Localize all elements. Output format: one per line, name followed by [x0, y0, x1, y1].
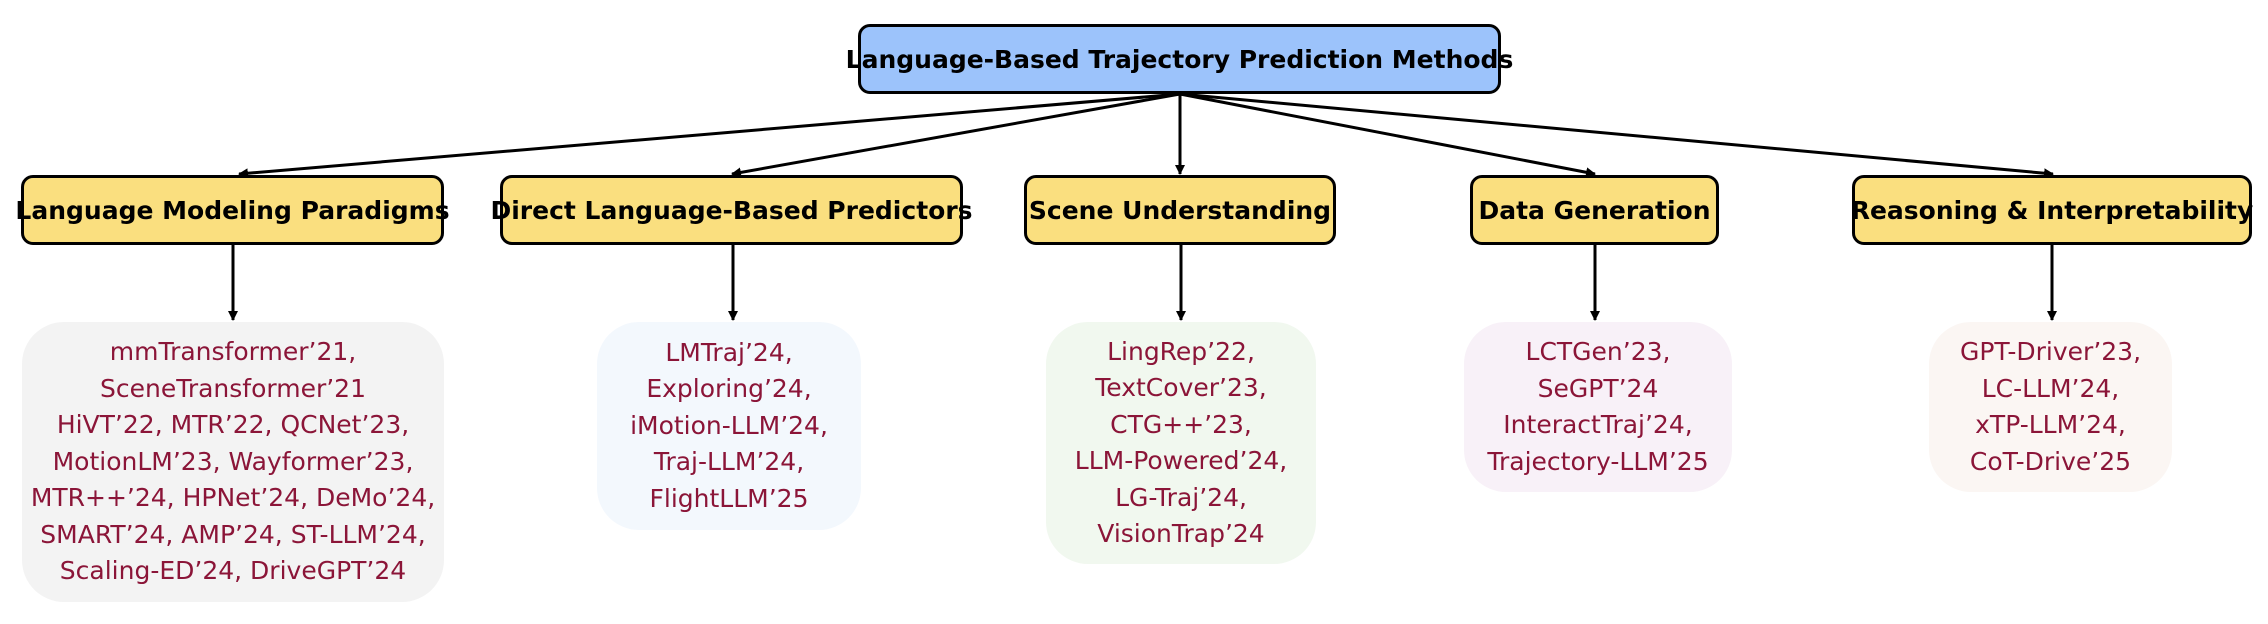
leaf-line: HiVT’22, MTR’22, QCNet’23, [56, 410, 410, 440]
leaf-line: LingRep’22, [1107, 336, 1255, 366]
leaf-line: FlightLLM’25 [649, 483, 809, 513]
leaf-line: LMTraj’24, [665, 337, 793, 367]
leaf-line: LCTGen’23, [1525, 337, 1671, 366]
leaf-line: CoT-Drive’25 [1969, 446, 2132, 476]
category-data-generation: Data Generation [1470, 175, 1719, 245]
leaf-line: CTG++’23, [1110, 409, 1252, 439]
leaf-line: InteractTraj’24, [1503, 410, 1693, 439]
leaf-data-generation: LCTGen’23, SeGPT’24 InteractTraj’24, Tra… [1464, 322, 1732, 492]
category-reasoning-interpretability: Reasoning & Interpretability [1851, 175, 2253, 245]
leaf-line: xTP-LLM’24, [1975, 410, 2126, 439]
edge-root-to-reasoning [1179, 92, 2054, 179]
leaf-line: LG-Traj’24, [1115, 482, 1247, 512]
leaf-line: VisionTrap’24 [1097, 519, 1265, 548]
leaf-line: mmTransformer’21, [109, 337, 357, 367]
category-direct-language-based-predictors: Direct Language-Based Predictors [490, 175, 973, 245]
leaf-line: Exploring’24, [646, 374, 812, 404]
leaf-line: Scaling-ED’24, DriveGPT’24 [59, 556, 407, 586]
leaf-line: SceneTransformer’21 [100, 373, 366, 403]
edge-root-to-direct-predictors [731, 92, 1181, 178]
leaf-line: Trajectory-LLM’25 [1487, 446, 1709, 476]
leaf-line: Traj-LLM’24, [653, 447, 805, 477]
root-node: Language-Based Trajectory Prediction Met… [846, 24, 1513, 94]
leaf-line: SMART’24, AMP’24, ST-LLM’24, [40, 519, 426, 549]
leaf-scene-understanding: LingRep’22, TextCover’23, CTG++’23, LLM-… [1046, 322, 1316, 564]
leaf-line: iMotion-LLM’24, [630, 410, 828, 440]
leaf-line: TextCover’23, [1095, 373, 1267, 402]
leaf-reasoning-interpretability: GPT-Driver’23, LC-LLM’24, xTP-LLM’24, Co… [1929, 322, 2172, 492]
leaf-line: SeGPT’24 [1537, 373, 1659, 403]
leaf-line: MTR++’24, HPNet’24, DeMo’24, [30, 483, 436, 513]
leaf-line: MotionLM’23, Wayformer’23, [52, 446, 414, 476]
category-language-modeling-paradigms: Language Modeling Paradigms [15, 175, 450, 245]
leaf-direct-language-based-predictors: LMTraj’24, Exploring’24, iMotion-LLM’24,… [597, 322, 861, 530]
leaf-line: LC-LLM’24, [1981, 373, 2120, 403]
edge-root-to-data-generation [1179, 92, 1596, 178]
edge-root-to-language-modeling [238, 92, 1181, 179]
leaf-line: LLM-Powered’24, [1074, 446, 1288, 475]
leaf-line: GPT-Driver’23, [1959, 337, 2142, 366]
category-scene-understanding: Scene Understanding [1024, 175, 1336, 245]
leaf-language-modeling-paradigms: mmTransformer’21, SceneTransformer’21 Hi… [22, 322, 444, 602]
